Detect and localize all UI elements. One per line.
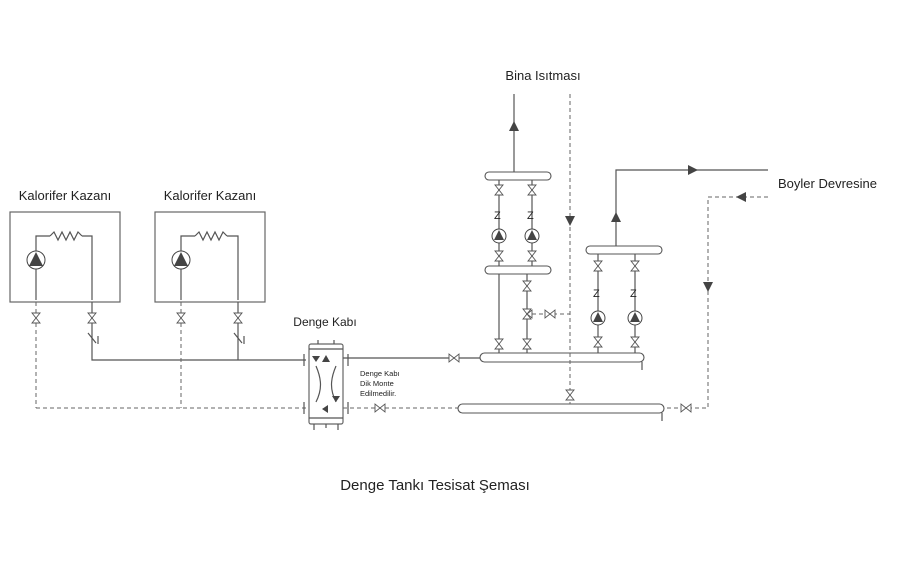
boiler-1-return-valve-icon[interactable] [31,312,41,324]
heating-lower-manifold [484,265,552,275]
boiler-1-flow-line [91,302,306,361]
heating-valve-7-icon[interactable] [522,338,532,350]
supply-collector [479,352,645,363]
boiler-check-1-icon: Z [593,288,600,300]
heating-valve-3-icon[interactable] [494,250,504,262]
boiler-circuit-branch: Boyler Devresine Z Z [585,165,877,413]
boiler-1-casing [9,211,121,303]
balance-tank: Denge Kabı Denge Kabı Dik Monte Edilmedi… [293,315,402,430]
tank-up-arrow-icon [322,355,330,362]
supply-main-valve-icon[interactable] [448,353,460,363]
heating-mixing-valve-icon[interactable] [522,308,533,320]
boiler-circuit-manifold [585,245,663,255]
boiler-1-label: Kalorifer Kazanı [19,188,112,203]
boiler-supply-right-arrow-icon [688,165,698,175]
heating-supply-arrow-icon [509,121,519,131]
heating-valve-5-icon[interactable] [522,280,532,292]
tank-note-line-3: Edilmedilir. [360,389,396,398]
heating-return-valve-icon[interactable] [565,389,575,401]
tank-bottom-arrow-icon [322,405,328,413]
boiler-2-flow-valve-icon[interactable] [233,312,243,324]
boiler-1-supply-pipe [82,235,93,300]
tank-note: Denge Kabı Dik Monte Edilmedilir. [360,369,402,398]
tank-flow-curve-left [315,365,322,403]
building-heating-branch: Bina Isıtması Z Z [484,68,581,404]
boiler-circuit-return-line [664,196,768,409]
heating-check-1-icon: Z [494,210,501,222]
building-heating-label: Bina Isıtması [505,68,580,83]
boiler-valve-3-icon[interactable] [593,336,603,348]
boiler-1-return-pipe [35,235,50,300]
boiler-1-flow-valve-icon[interactable] [87,312,97,324]
boiler-2-return-pipe [180,235,195,300]
heating-valve-4-icon[interactable] [527,250,537,262]
boiler-return-valve-icon[interactable] [680,403,692,413]
boiler-2-check-valve-icon [233,332,245,344]
tank-right-arrow-icon [332,396,340,402]
tank-note-line-1: Denge Kabı [360,369,400,378]
boiler-circuit-label: Boyler Devresine [778,176,877,191]
boiler-2: Kalorifer Kazanı [154,188,266,408]
boiler-circuit-supply-line [615,169,768,246]
boiler-1-heating-coil [49,230,83,242]
boiler-2-label: Kalorifer Kazanı [164,188,257,203]
diagram-title: Denge Tankı Tesisat Şeması [340,477,530,494]
heating-valve-1-icon[interactable] [494,184,504,196]
tank-left-arrow-icon [312,356,320,362]
heating-valve-6-icon[interactable] [494,338,504,350]
boiler-supply-up-arrow-icon [611,212,621,222]
boiler-1-check-valve-icon [87,332,99,344]
boiler-valve-2-icon[interactable] [630,260,640,272]
heating-check-2-icon: Z [527,210,534,222]
heating-upper-manifold [484,171,552,181]
boiler-valve-1-icon[interactable] [593,260,603,272]
heating-bypass-valve-icon[interactable] [544,309,556,319]
boiler-2-casing [154,211,266,303]
boiler-2-supply-pipe [227,235,239,300]
boiler-2-pump-arrow-icon [174,252,188,266]
return-collector [457,403,665,414]
tank-note-line-2: Dik Monte [360,379,394,388]
boiler-return-left-arrow-icon [736,192,746,202]
boiler-valve-4-icon[interactable] [630,336,640,348]
tank-label: Denge Kabı [293,315,356,329]
boiler-1-pump-arrow-icon [29,252,43,266]
boiler-check-2-icon: Z [630,288,637,300]
heating-return-arrow-icon [565,216,575,226]
boiler-return-down-arrow-icon [703,282,713,292]
return-main-valve-icon[interactable] [374,403,386,413]
boiler-2-return-valve-icon[interactable] [176,312,186,324]
boiler-1: Kalorifer Kazanı [9,188,306,408]
heating-valve-2-icon[interactable] [527,184,537,196]
boiler-2-heating-coil [194,230,228,242]
